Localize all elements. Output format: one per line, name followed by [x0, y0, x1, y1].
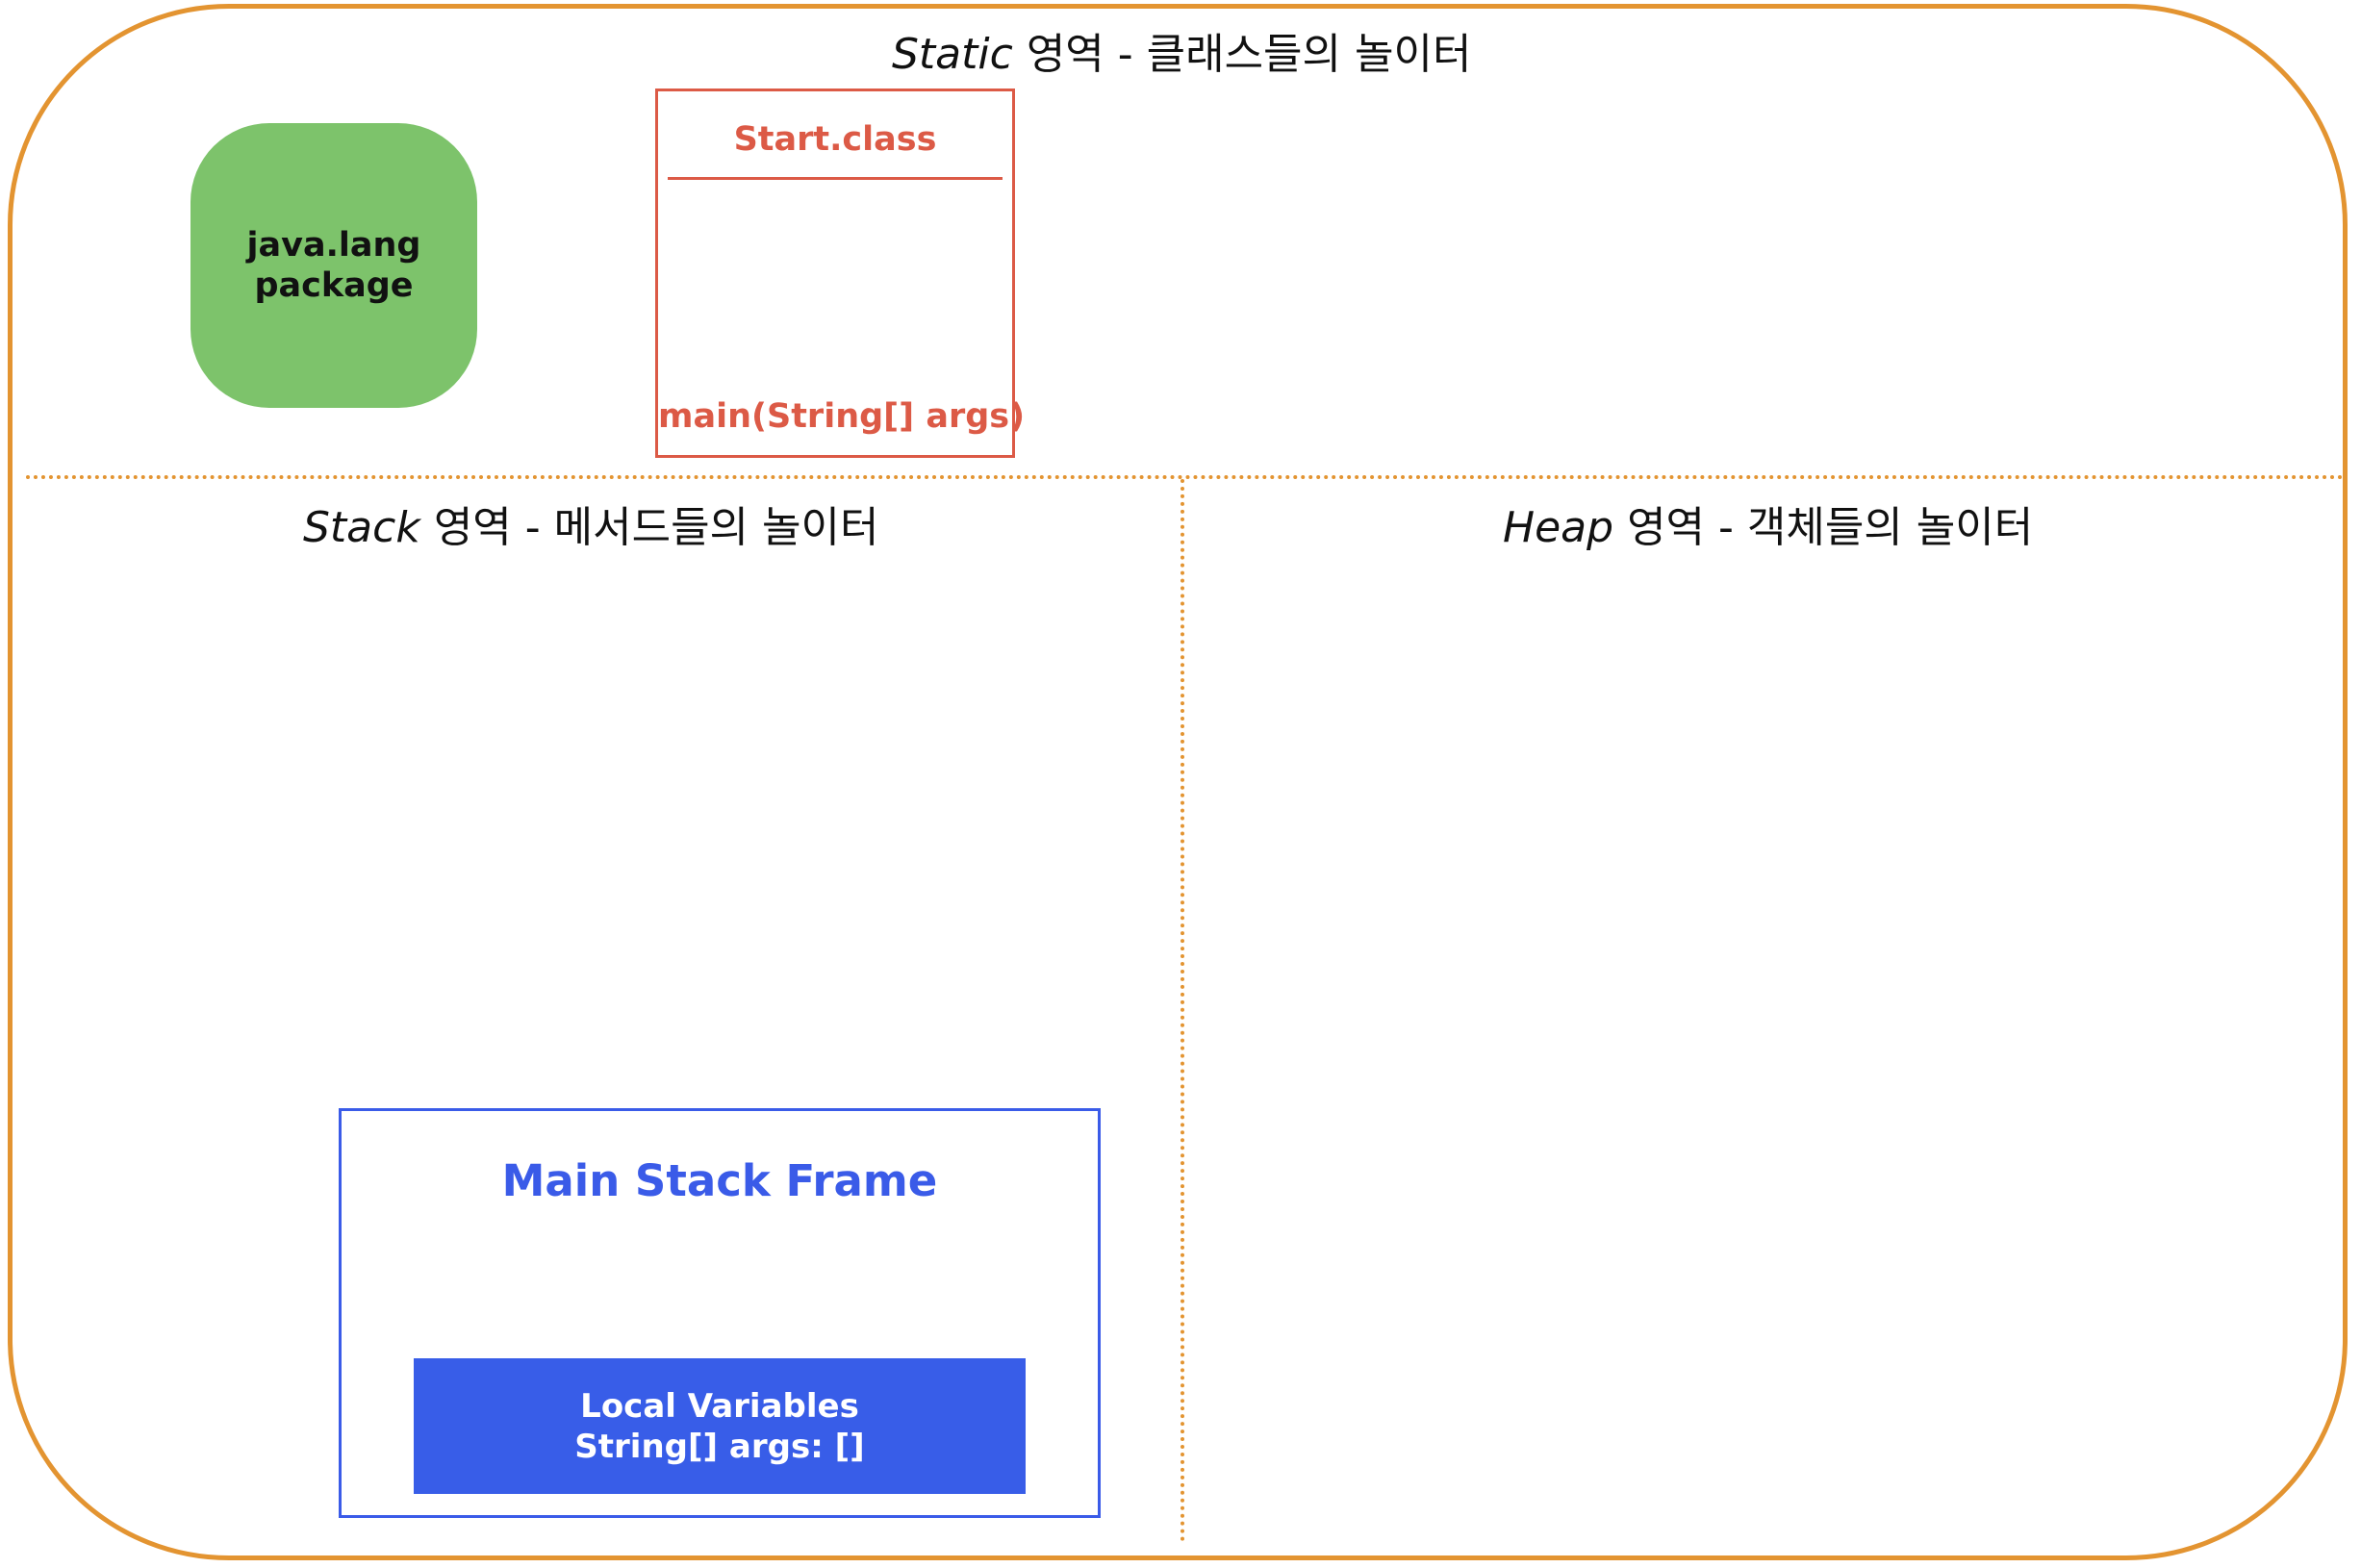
heap-area-title: Heap 영역 - 객체들의 놀이터 — [1503, 493, 2033, 554]
main-stack-frame: Main Stack Frame — [339, 1108, 1101, 1518]
stack-area-title-en: Stack — [303, 503, 420, 552]
local-variables-args: String[] args: [] — [574, 1427, 865, 1466]
static-area-title-en: Static — [892, 30, 1013, 79]
class-method: main(String[] args) — [658, 397, 1026, 436]
memory-area-boundary — [8, 4, 2348, 1560]
local-variables-box: Local Variables String[] args: [] — [414, 1358, 1026, 1494]
class-name: Start.class — [733, 120, 937, 159]
start-class-box: Start.class main(String[] args) — [655, 89, 1026, 458]
stack-heap-divider — [1180, 479, 1184, 1542]
package-line-2: package — [254, 266, 414, 305]
class-divider — [668, 177, 1003, 180]
heap-area-title-ko: 영역 - 객체들의 놀이터 — [1627, 503, 2034, 552]
stack-frame-title: Main Stack Frame — [501, 1155, 938, 1206]
static-area-title: Static 영역 - 클래스들의 놀이터 — [892, 19, 1471, 81]
stack-area-title: Stack 영역 - 메서드들의 놀이터 — [303, 493, 878, 554]
static-area-divider — [26, 475, 2345, 479]
stack-area-title-ko: 영역 - 메서드들의 놀이터 — [433, 503, 879, 552]
local-variables-label: Local Variables — [580, 1386, 859, 1426]
package-line-1: java.lang — [246, 226, 421, 265]
static-area-title-ko: 영역 - 클래스들의 놀이터 — [1026, 30, 1472, 79]
heap-area-title-en: Heap — [1503, 503, 1614, 552]
java-lang-package: java.lang package — [190, 123, 477, 408]
